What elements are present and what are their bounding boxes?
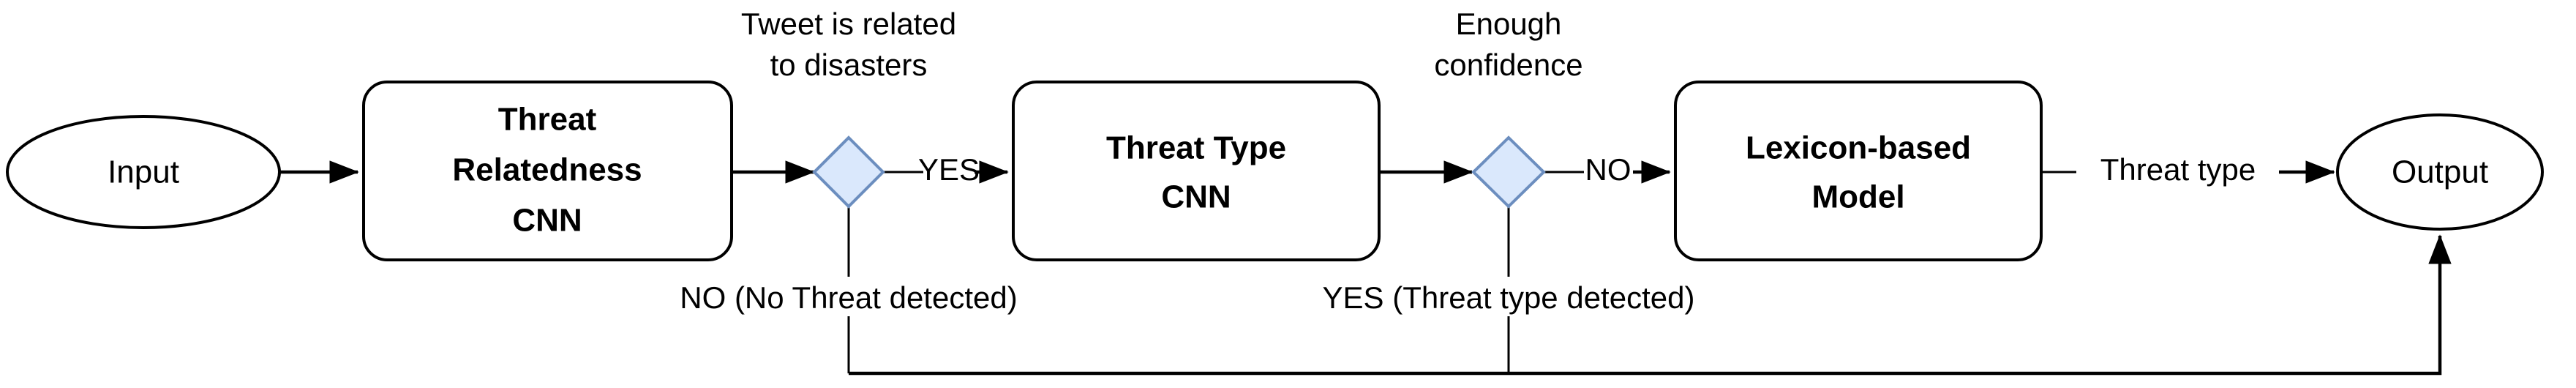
decision-tweet-related-diamond-shape [812,135,885,209]
threat-relatedness-cnn-label-line2: Relatedness [452,152,642,188]
edge-label-tweet-related-line1: Tweet is related [741,7,956,41]
threat-relatedness-cnn-label-line3: CNN [512,203,582,239]
edge-label-yes-related: YES [918,152,980,187]
threat-type-cnn-label-line1: Threat Type [1106,130,1286,166]
output-ellipse-shape [2336,113,2544,231]
edge-label-tweet-related-line2: to disasters [770,48,928,82]
edge-label-threat-type: Threat type [2100,152,2256,187]
edge-label-enough-confidence-line1: Enough [1456,7,1562,41]
node-output[interactable]: Output [2336,113,2544,231]
node-input[interactable]: Input [6,115,281,229]
node-decision-enough-confidence[interactable] [1471,135,1546,209]
node-threat-type-cnn[interactable]: Threat Type CNN [1012,81,1381,261]
edge-label-no-confidence: NO [1585,152,1631,187]
edge-label-yes-threat-detected: YES (Threat type detected) [1323,280,1695,315]
node-decision-tweet-related[interactable] [812,135,885,209]
node-lexicon-based-model[interactable]: Lexicon-based Model [1674,81,2043,261]
threat-relatedness-cnn-box-shape [362,81,733,261]
edge-label-no-threat-detected: NO (No Threat detected) [680,280,1017,315]
edge-feedback-bus-to-output [849,234,2452,376]
output-label: Output [2392,154,2488,190]
lexicon-based-model-label-line2: Model [1811,179,1904,215]
threat-relatedness-cnn-label-line1: Threat [498,102,597,138]
input-label: Input [108,154,179,190]
threat-type-cnn-box-shape [1012,81,1381,261]
lexicon-based-model-box-shape [1674,81,2043,261]
edge-label-enough-confidence-line2: confidence [1434,48,1582,82]
input-ellipse-shape [6,115,281,229]
node-threat-relatedness-cnn[interactable]: Threat Relatedness CNN [362,81,733,261]
decision-enough-confidence-diamond-shape [1471,135,1546,209]
threat-type-cnn-label-line2: CNN [1161,179,1231,215]
lexicon-based-model-label-line1: Lexicon-based [1746,130,1971,166]
